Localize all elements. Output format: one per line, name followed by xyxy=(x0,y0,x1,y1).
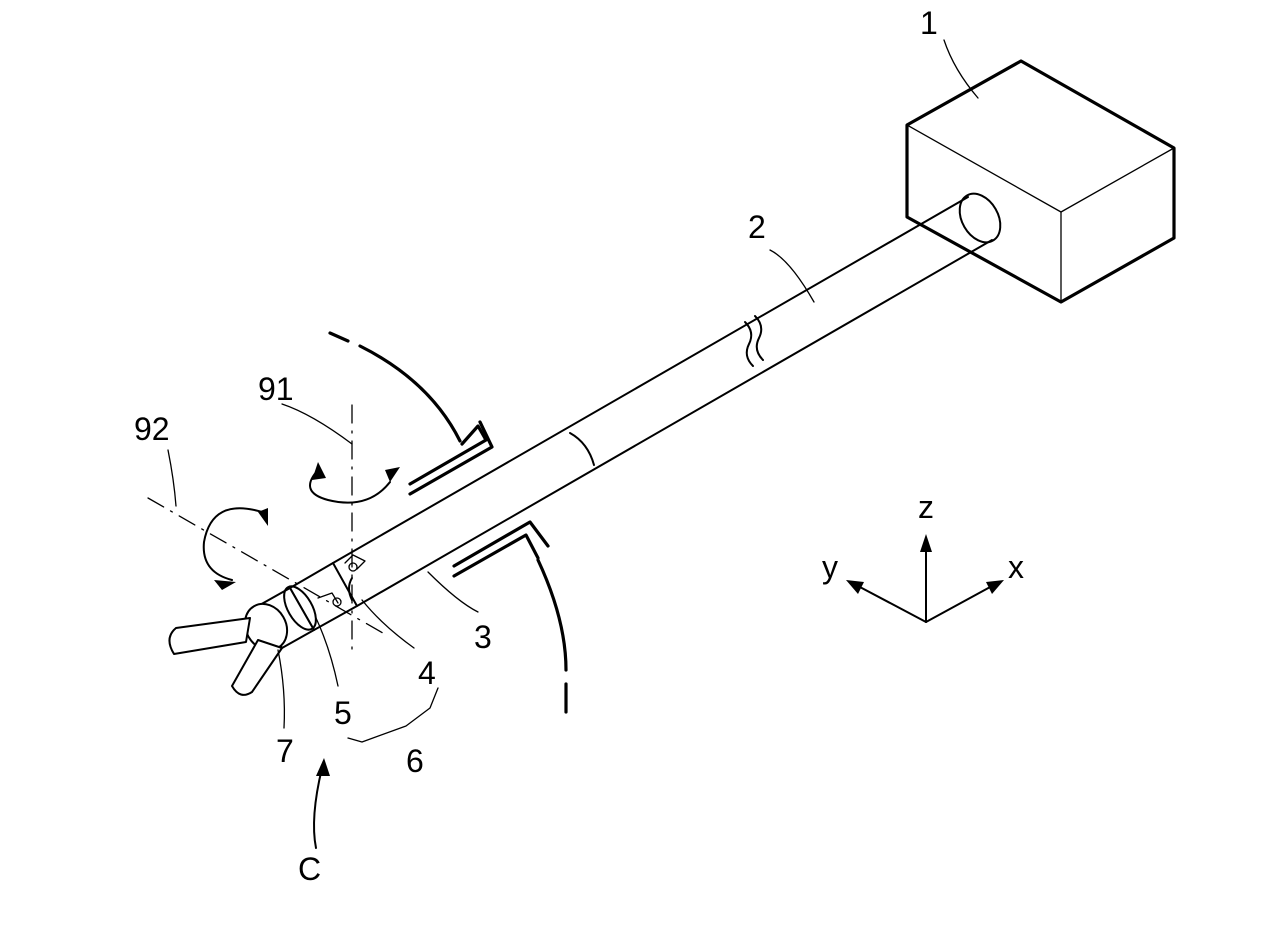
label-joint-5: 5 xyxy=(334,695,352,731)
coordinate-triad xyxy=(846,534,1004,622)
rotation-arrow-92 xyxy=(204,508,268,590)
label-box-1: 1 xyxy=(920,5,938,41)
label-tube-3: 3 xyxy=(474,619,492,655)
label-axis-y: y xyxy=(822,549,838,585)
label-joint-4: 4 xyxy=(418,655,436,691)
label-axis-x: x xyxy=(1008,549,1024,585)
label-shaft-2: 2 xyxy=(748,209,766,245)
instrument-shaft xyxy=(333,186,1009,606)
leader-lines xyxy=(168,40,978,848)
label-view-c: C xyxy=(298,851,321,887)
rotation-arrow-91 xyxy=(310,462,400,503)
section-cut-lower xyxy=(454,522,566,712)
label-joint-group-6: 6 xyxy=(406,743,424,779)
label-jaws-7: 7 xyxy=(276,733,294,769)
section-cut-upper xyxy=(330,333,492,494)
label-axis-92: 92 xyxy=(134,411,170,447)
label-axis-z: z xyxy=(918,489,934,525)
gripper-jaws xyxy=(169,596,295,695)
label-axis-91: 91 xyxy=(258,371,294,407)
